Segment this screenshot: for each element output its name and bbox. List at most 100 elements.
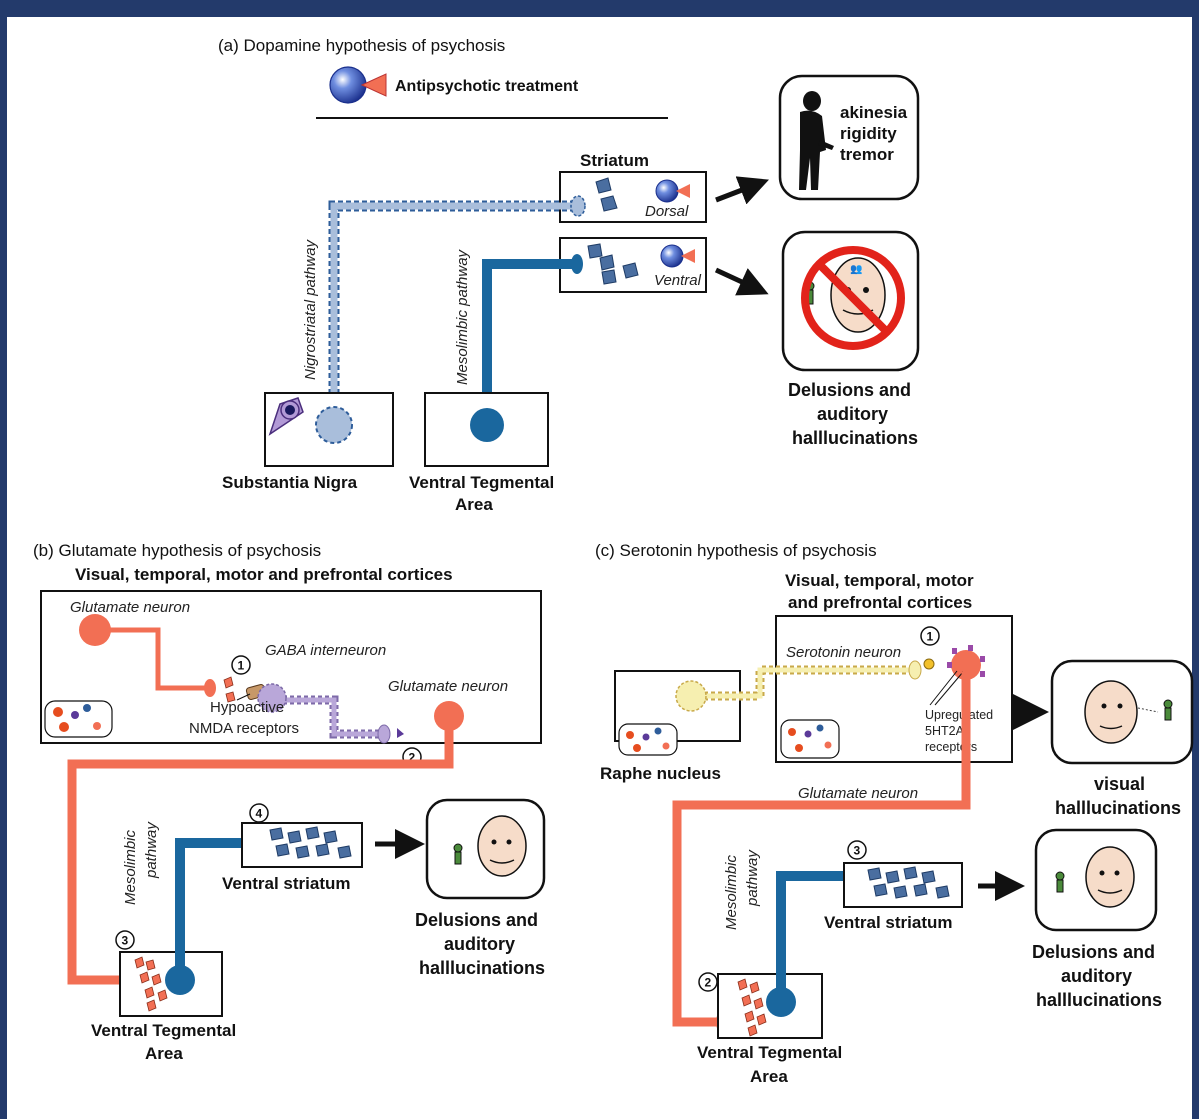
vta-c-line-2: Area <box>750 1067 788 1086</box>
panel-c-cortex-line-1: Visual, temporal, motor <box>785 571 974 590</box>
glutamate-projection-b <box>67 716 454 985</box>
step-3-b: 3 <box>122 934 129 948</box>
panel-c-title: (c) Serotonin hypothesis of psychosis <box>595 541 877 560</box>
mesolimbic-c-line-2: pathway <box>744 849 761 907</box>
dopamine-vesicle <box>600 195 618 212</box>
gaba-cell-body <box>257 683 287 713</box>
nigrostriatal-terminal <box>570 195 586 217</box>
vta-label-a-2: Area <box>455 495 493 514</box>
receptor-line-2: 5HT2A <box>925 724 965 738</box>
figure-frame <box>0 17 1199 1119</box>
panel-b-title: (b) Glutamate hypothesis of psychosis <box>33 541 321 560</box>
mesolimbic-b-line-2: pathway <box>143 821 160 879</box>
inset-neurons-box <box>780 719 840 759</box>
mesolimbic-label: Mesolimbic pathway <box>454 248 471 385</box>
antipsychotic-drug-icon <box>655 179 679 203</box>
antipsychotic-drug-icon <box>329 66 367 104</box>
delusions-c-2: auditory <box>1061 966 1132 986</box>
step-1-badge-c <box>920 626 940 646</box>
glutamate-cell-body-2 <box>434 701 464 731</box>
dopamine-vesicle <box>595 177 612 194</box>
arrow-to-delusions <box>714 267 769 296</box>
delusions-b-3: halllucinations <box>419 958 545 978</box>
drug-cone-icon <box>676 184 690 198</box>
glutamate-vesicles-c <box>737 978 767 1037</box>
svg-text:👥: 👥 <box>850 264 862 275</box>
delusions-c-1: Delusions and <box>1032 942 1155 962</box>
vta-label-a-1: Ventral Tegmental <box>409 473 554 492</box>
glutamate-neuron-2-label: Glutamate neuron <box>388 678 508 695</box>
dopamine-vesicle <box>622 262 639 279</box>
vta-b-line-1: Ventral Tegmental <box>91 1021 236 1040</box>
head-icon <box>1084 680 1138 744</box>
glutamate-projection-c <box>672 672 971 1027</box>
step-2-c: 2 <box>705 976 712 990</box>
5ht2a-receptors <box>947 645 985 677</box>
step-3-badge-b <box>115 930 135 950</box>
panel-a-title: (a) Dopamine hypothesis of psychosis <box>218 36 505 55</box>
delusions-a-1: Delusions and <box>788 380 911 400</box>
vta-c-line-1: Ventral Tegmental <box>697 1043 842 1062</box>
vta-box-a <box>424 392 549 467</box>
step-3-c: 3 <box>854 844 861 858</box>
mesolimbic-b-line-1: Mesolimbic <box>122 829 139 905</box>
delusions-c-3: halllucinations <box>1036 990 1162 1010</box>
header-bar <box>0 0 1199 17</box>
mesolimbic-pathway-c <box>776 871 848 1000</box>
visual-line-2: halllucinations <box>1055 798 1181 818</box>
vta-b-line-2: Area <box>145 1044 183 1063</box>
head-icon <box>1085 846 1135 908</box>
dopamine-vesicles-b <box>269 826 352 859</box>
step-1-badge-b <box>231 655 251 675</box>
mesolimbic-terminal <box>571 254 583 274</box>
vta-cell-body-c <box>766 987 796 1017</box>
step-2-b: 2 <box>409 751 416 765</box>
no-symbol-icon <box>801 246 905 350</box>
step-1-b: 1 <box>238 659 245 673</box>
glutamate-axon-1 <box>95 627 208 691</box>
panel-c-cortex-line-2: and prefrontal cortices <box>788 593 972 612</box>
ventral-striatum-label-c: Ventral striatum <box>824 913 953 932</box>
raphe-label: Raphe nucleus <box>600 764 721 783</box>
dopamine-vesicle <box>599 254 615 271</box>
mesolimbic-pathway-b <box>175 838 247 975</box>
ventral-striatum-box-b <box>241 822 363 868</box>
raphe-cell-body <box>675 680 707 712</box>
ventral-striatum-box-c <box>843 862 963 908</box>
dorsal-striatum-box <box>559 171 707 223</box>
glutamate-vesicles-b <box>134 956 168 1012</box>
panel-c: (c) Serotonin hypothesis of psychosis Vi… <box>595 541 1194 1086</box>
glutamate-cell-body-c <box>951 650 981 680</box>
panel-a: (a) Dopamine hypothesis of psychosis Ant… <box>218 36 920 514</box>
green-figure-icon <box>1055 871 1065 893</box>
inset-neurons-box <box>44 700 113 738</box>
glutamate-neuron-1-label: Glutamate neuron <box>70 599 190 616</box>
drug-cone-icon <box>681 249 695 263</box>
visual-line-1: visual <box>1094 774 1145 794</box>
nmda-line-2: NMDA receptors <box>189 720 299 737</box>
nmda-line-1: Hypoactive <box>210 699 284 716</box>
striatum-label: Striatum <box>580 151 649 170</box>
delusions-a-3: halllucinations <box>792 428 918 448</box>
step-3-badge-c <box>847 840 867 860</box>
gaba-interneuron-label: GABA interneuron <box>265 642 386 659</box>
dopamine-vesicle <box>601 269 617 285</box>
nigrostriatal-label: Nigrostriatal pathway <box>302 238 319 380</box>
glutamate-cell-body-1 <box>79 614 111 646</box>
step-1-c: 1 <box>927 630 934 644</box>
elderly-person-icon <box>799 91 834 190</box>
receptor-line-1: Upregulated <box>925 708 993 722</box>
arrow-to-side-effects <box>715 176 770 205</box>
dopamine-vesicle <box>587 243 603 259</box>
dorsal-label: Dorsal <box>645 203 689 220</box>
head-icon <box>477 815 527 877</box>
antipsychotic-label: Antipsychotic treatment <box>395 78 579 95</box>
ventral-striatum-label-b: Ventral striatum <box>222 874 351 893</box>
antipsychotic-drug-icon <box>660 244 684 268</box>
substantia-nigra-label: Substantia Nigra <box>222 473 358 492</box>
mesolimbic-pathway <box>482 259 572 425</box>
tremor-label: tremor <box>840 145 894 164</box>
ventral-label: Ventral <box>654 272 702 289</box>
